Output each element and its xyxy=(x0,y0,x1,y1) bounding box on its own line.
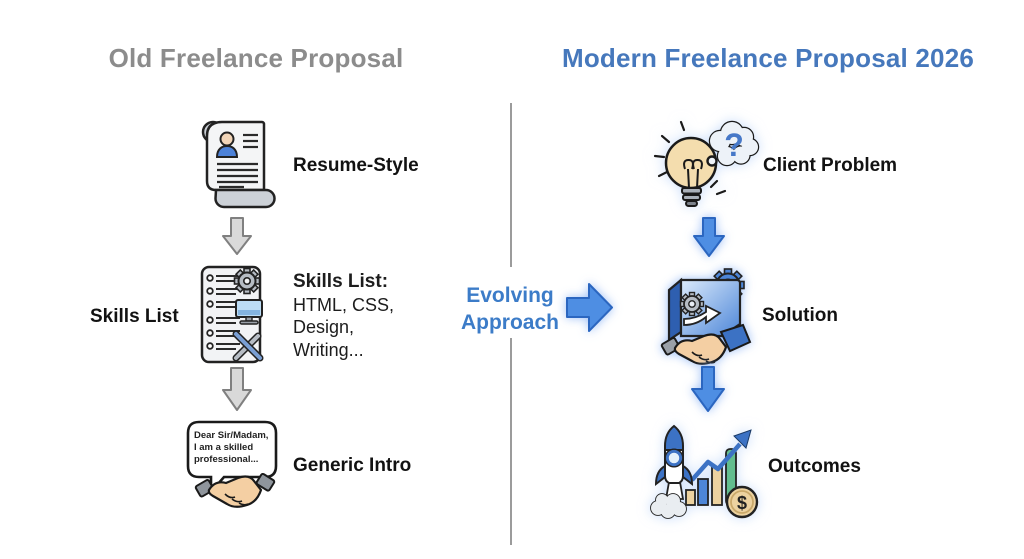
skills-list-side-label: Skills List xyxy=(90,306,179,327)
client-problem-label: Client Problem xyxy=(763,155,898,176)
solution-label: Solution xyxy=(762,305,838,326)
checklist-lines xyxy=(216,275,240,350)
gear-icon xyxy=(233,267,261,295)
evolving-line2: Approach xyxy=(460,311,559,334)
skills-detail-text: Skills List: HTML, CSS, Design, Writing.… xyxy=(293,271,394,361)
bubble-line: Dear Sir/Madam, xyxy=(194,430,268,441)
small-gear-icon xyxy=(679,291,705,317)
down-arrow-gray-1-icon xyxy=(221,217,253,255)
resume-scroll-icon xyxy=(196,116,280,212)
client-problem-icon: ? xyxy=(648,116,760,214)
transition-right-arrow-icon xyxy=(566,277,613,338)
checklist-bullets xyxy=(206,274,214,350)
bubble-line: professional... xyxy=(194,454,258,465)
tools-icon xyxy=(232,330,264,362)
growth-arrow-icon xyxy=(690,429,752,482)
evolving-approach-label: Evolving Approach xyxy=(435,282,585,336)
thought-cloud-icon: ? xyxy=(706,120,760,167)
bar-chart-icon xyxy=(685,448,737,506)
avatar-body xyxy=(215,144,239,158)
outcomes-icon: $ xyxy=(648,416,762,519)
skills-detail-title: Skills List: xyxy=(293,271,389,292)
rocket-icon xyxy=(650,424,694,519)
generic-intro-label: Generic Intro xyxy=(293,455,412,476)
light-rays xyxy=(653,120,727,196)
evolving-line1: Evolving xyxy=(466,284,554,307)
monitor-icon xyxy=(235,299,263,325)
generic-intro-icon: Dear Sir/Madam, I am a skilled professio… xyxy=(183,420,285,513)
resume-text-lines xyxy=(217,133,258,189)
down-arrow-blue-2-icon xyxy=(690,366,726,412)
outcomes-label: Outcomes xyxy=(768,456,861,477)
lightbulb-icon xyxy=(664,136,718,207)
solution-icon xyxy=(656,266,752,366)
avatar-head xyxy=(219,131,235,147)
divider-line-top xyxy=(510,103,512,267)
question-mark: ? xyxy=(724,127,744,163)
handshake-icon xyxy=(660,323,752,365)
skills-detail-line: Writing... xyxy=(293,339,364,360)
handshake-icon xyxy=(194,472,276,508)
down-arrow-gray-2-icon xyxy=(221,367,253,411)
skills-document-icon xyxy=(200,265,264,364)
skills-detail-line: HTML, CSS, xyxy=(293,294,395,315)
skills-detail-line: Design, xyxy=(293,317,355,337)
down-arrow-blue-1-icon xyxy=(692,217,726,257)
modern-proposal-heading: Modern Freelance Proposal 2026 xyxy=(561,43,975,73)
old-proposal-heading: Old Freelance Proposal xyxy=(108,43,404,73)
resume-style-label: Resume-Style xyxy=(293,155,419,176)
process-arrow xyxy=(683,304,722,326)
divider-line-bottom xyxy=(510,338,512,545)
bubble-line: I am a skilled xyxy=(194,442,253,453)
banner-fold xyxy=(667,277,683,343)
scroll-roll xyxy=(214,188,276,209)
dollar-symbol: $ xyxy=(737,493,747,513)
dollar-coin-icon: $ xyxy=(725,485,759,519)
